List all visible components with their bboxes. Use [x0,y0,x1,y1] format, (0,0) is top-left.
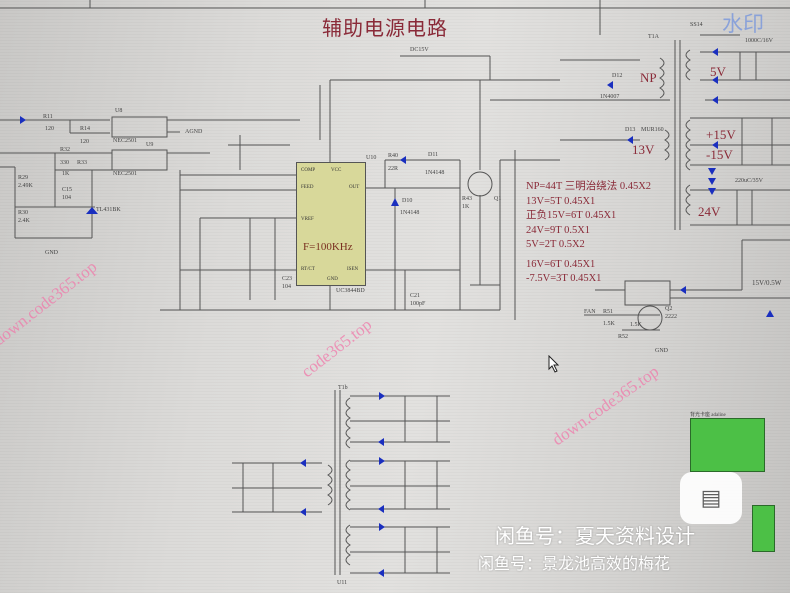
r51-value: 1.5K [603,321,615,327]
r51-label: R51 [603,309,614,315]
c15-label: C15 [62,187,73,193]
overlay-text-1: 闲鱼号：夏天资料设计 [495,524,695,548]
xianyu-logo: ▤ [680,472,742,524]
pin-vcc: VCC [331,168,342,173]
c23-label: C23 [282,276,293,282]
r52-value: 1.5K [630,322,642,328]
pin-gnd: GND [327,277,338,282]
q2-value: 2222 [665,314,677,320]
5v-label: 5V [710,64,726,79]
c15-value: 104 [62,195,71,201]
nec2501-1-label: NEC2501 [113,138,137,144]
r14-label: R14 [80,126,91,132]
ic-part-label: UC3844BD [336,288,365,294]
winding-notes: NP=44T 三明治绕法 0.45X2 13V=5T 0.45X1 正负15V=… [526,180,651,287]
c21-value: 100pF [410,301,426,307]
pin-out: OUT [349,185,360,190]
d12-value: 1N4007 [600,94,620,100]
r11-label: R11 [43,114,53,120]
t1a-label: T1A [648,34,659,40]
r43-value: 1K [462,204,470,210]
q2-label: Q2 [665,306,673,312]
green-block-1 [690,418,765,472]
13v-label: 13V [632,142,655,157]
pin-comp: COMP [301,168,316,173]
tl431-label: TL431BK [96,207,121,213]
dc15v-label: DC15V [410,47,429,53]
t1b-label: T1b [338,385,348,391]
note-7v5: -7.5V=3T 0.45X1 [526,273,602,284]
r29-value: 2.49K [18,183,33,189]
gnd-label-2: GND [655,348,668,354]
pin-vref: VREF [301,217,314,222]
r40-label: R40 [388,153,399,159]
diode-symbols [20,48,774,577]
schematic-title: 辅助电源电路 [322,16,448,40]
d11-value: 1N4148 [425,170,445,176]
r30-value: 2.4K [18,218,30,224]
green-block-2 [752,505,775,552]
note-5v: 5V=2T 0.5X2 [526,239,585,250]
d12-label: D12 [612,73,623,79]
mur160-label: MUR160 [641,127,664,133]
r52-label: R52 [618,334,629,340]
d11-label: D11 [428,152,439,158]
note-13v: 13V=5T 0.45X1 [526,195,596,207]
frequency-label: F=100KHz [303,241,353,253]
nec2501-2-label: NEC2501 [113,171,137,177]
r32-label: R32 [60,147,71,153]
r11-value: 120 [45,126,54,132]
xianyu-logo-icon: ▤ [700,485,722,511]
mouse-cursor-icon [548,355,560,373]
u9-label: U9 [146,142,154,148]
note-15v: 正负15V=6T 0.45X1 [526,210,617,221]
u11-label: U11 [337,580,348,586]
zener-15v-label: 15V/0.5W [752,279,782,287]
d10-value: 1N4148 [400,210,420,216]
r14-value: 120 [80,139,89,145]
d13-label: D13 [625,127,636,133]
c23-value: 104 [282,284,291,290]
fan-label: FAN [584,309,596,315]
pwm-controller-ic: COMP FEED VREF RT/CT OUT ISEN VCC GND F=… [296,162,366,286]
r29-label: R29 [18,175,29,181]
r30-label: R30 [18,210,29,216]
gnd-label: GND [45,250,58,256]
ss14-label: SS14 [690,22,703,28]
ic-ref-label: U10 [366,155,377,161]
pin-isen: ISEN [347,267,359,272]
plus-15v-label: +15V [706,127,736,142]
overlay-text-2: 闲鱼号：景龙池高效的梅花 [478,554,671,573]
r33-value: 1K [62,171,70,177]
24v-label: 24V [698,204,721,219]
pin-rtct: RT/CT [301,267,315,272]
note-16v: 16V=6T 0.45X1 [526,258,596,270]
np-label: NP [640,70,657,85]
note-np: NP=44T 三明治绕法 0.45X2 [526,181,652,192]
pin-feed: FEED [301,185,314,190]
agnd-label: AGND [185,129,203,135]
d10-label: D10 [402,198,413,204]
note-24v: 24V=9T 0.5X1 [526,224,591,236]
r43-label: R43 [462,196,473,202]
q1-label: Q1 [494,196,502,202]
c21-label: C21 [410,293,421,299]
r33-label: R33 [77,160,88,166]
cap-220u-label: 220uC/35V [735,178,764,184]
watermark-cn: 水印 [722,12,764,36]
green-box-label: 背光卡座 adaline [690,413,726,418]
r40-value: 22R [388,166,399,172]
r32-value: 330 [60,160,69,166]
cap-1000u-label: 1000C/16V [745,38,774,44]
minus-15v-label: -15V [706,147,733,162]
u8-label: U8 [115,108,123,114]
